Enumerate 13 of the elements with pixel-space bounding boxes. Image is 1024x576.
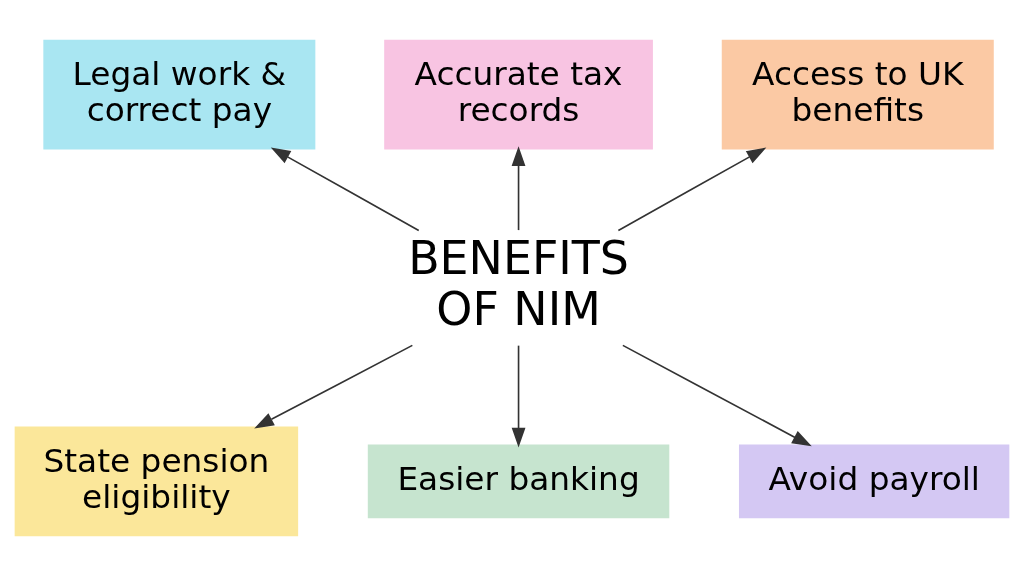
node-box: Accurate tax records (384, 39, 653, 150)
node-box: State pension eligibility (14, 426, 299, 537)
node-box: Avoid payroll (738, 444, 1010, 519)
arrow (511, 344, 526, 448)
node-box: Access to UK benefits (721, 39, 994, 150)
node-text: BENEFITS OF NIM (408, 230, 629, 336)
arrow (511, 146, 526, 231)
node-box: Legal work & correct pay (43, 39, 316, 150)
arrow (617, 147, 767, 232)
arrow (254, 344, 414, 429)
node-box: Easier banking (367, 444, 670, 519)
arrow (622, 344, 812, 447)
arrow (270, 147, 420, 232)
